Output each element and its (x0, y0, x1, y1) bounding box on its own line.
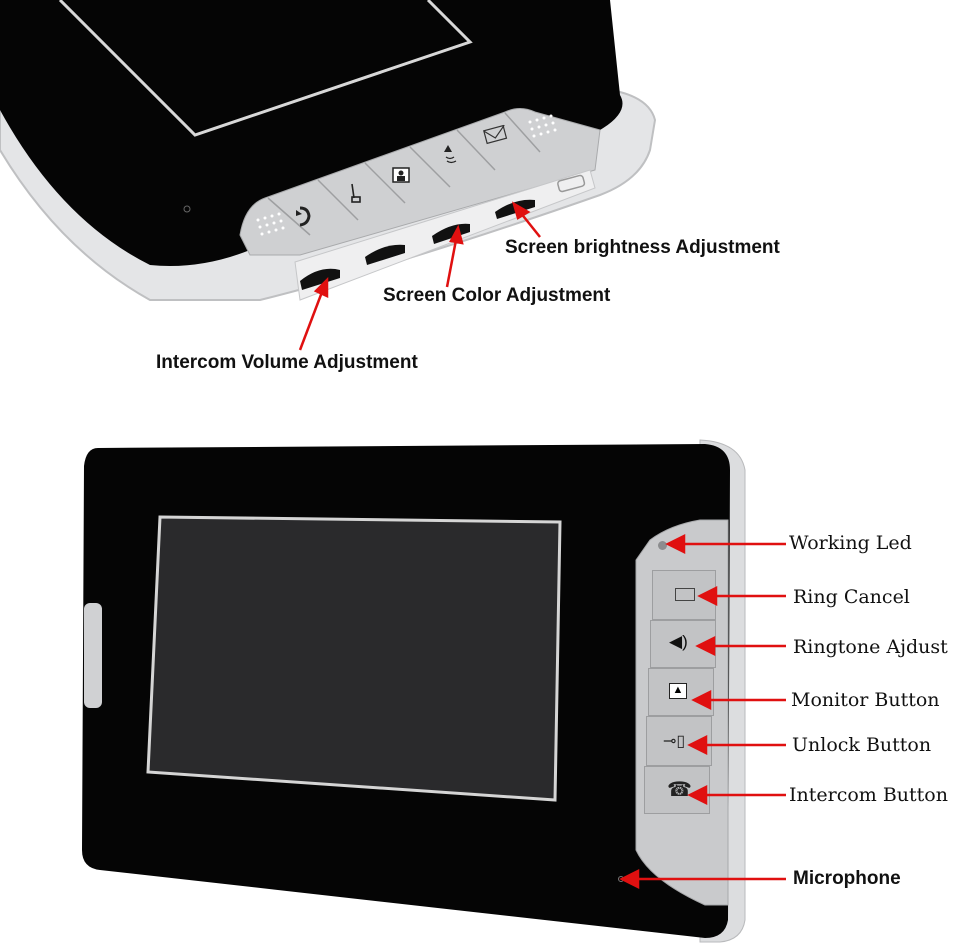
phone-handset-icon: ☎ (667, 779, 692, 801)
top-device-button-strip (239, 108, 601, 256)
top-ring-cancel-icon (483, 124, 508, 145)
callout-volume: Intercom Volume Adjustment (156, 352, 418, 373)
key-icon: ⊸▯ (663, 733, 686, 750)
top-ringtone-icon (444, 145, 457, 164)
ringtone-adjust-button[interactable]: ◀) (650, 620, 716, 668)
arrow-color (445, 224, 464, 288)
callout-color: Screen Color Adjustment (383, 285, 611, 306)
working-led (658, 541, 667, 550)
top-speaker-grille-left (256, 212, 285, 236)
top-device-sensor-dot (183, 205, 191, 213)
arrow-microphone (619, 868, 786, 890)
intercom-button[interactable]: ☎ (644, 766, 710, 814)
bottom-device-bezel (82, 444, 730, 938)
callout-ring-cancel: Ring Cancel (793, 586, 910, 608)
callout-brightness: Screen brightness Adjustment (505, 237, 780, 258)
top-color-wheel[interactable] (432, 223, 470, 244)
unlock-button[interactable]: ⊸▯ (646, 716, 712, 766)
microphone-hole (618, 876, 624, 882)
callout-monitor: Monitor Button (791, 689, 940, 711)
top-speaker-grille-right (528, 114, 557, 138)
top-monitor-icon (392, 167, 410, 183)
monitor-person-icon: ▲ (669, 683, 687, 699)
top-middle-wheel[interactable] (365, 244, 405, 265)
top-volume-wheel[interactable] (300, 268, 340, 290)
speaker-icon: ◀) (669, 632, 688, 651)
envelope-icon (675, 588, 695, 601)
bottom-device-screen (146, 515, 562, 802)
top-device (0, 0, 657, 351)
callout-ringtone-adjust: Ringtone Ajdust (793, 636, 948, 658)
callout-working-led: Working Led (789, 532, 912, 554)
callout-unlock: Unlock Button (792, 734, 932, 756)
arrow-working-led (665, 533, 786, 555)
top-usb-port (557, 174, 586, 193)
arrow-volume (298, 276, 329, 351)
ring-cancel-button[interactable] (652, 570, 716, 620)
monitor-button[interactable]: ▲ (648, 668, 714, 716)
callout-microphone: Microphone (793, 868, 901, 889)
callout-intercom: Intercom Button (789, 784, 948, 806)
top-unlock-icon (351, 183, 361, 203)
top-intercom-icon (296, 206, 311, 227)
top-device-bezel (0, 0, 623, 266)
arrow-brightness (511, 201, 541, 238)
top-device-screen-outline (58, 0, 473, 137)
bottom-left-speaker (84, 603, 102, 708)
